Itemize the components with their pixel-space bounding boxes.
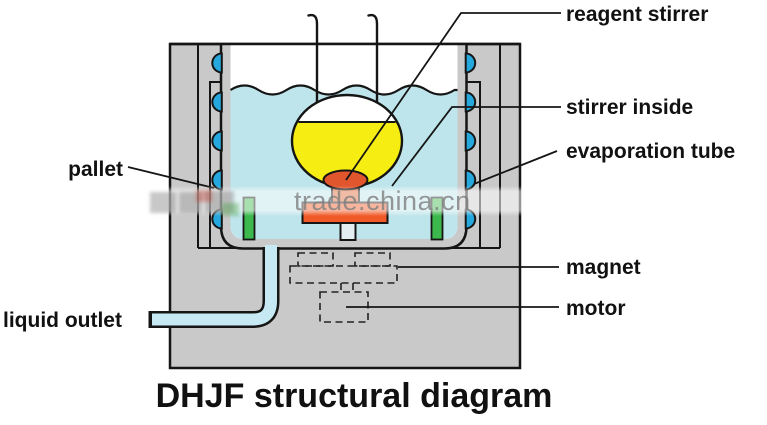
stirrer-rod-left <box>307 13 319 105</box>
coil-bump-icon <box>211 130 223 152</box>
leader-evaporation-tube <box>473 150 558 185</box>
watermark-band <box>0 186 767 216</box>
watermark-text: trade.china.cn <box>294 186 471 216</box>
label-pallet: pallet <box>68 158 123 181</box>
label-evaporation-tube: evaporation tube <box>566 140 735 163</box>
coil-bump-icon <box>211 52 223 74</box>
label-liquid-outlet: liquid outlet <box>3 309 122 332</box>
label-motor: motor <box>566 297 626 320</box>
motor-shaft <box>340 283 354 292</box>
label-stirrer-inside: stirrer inside <box>566 96 693 119</box>
coil-bump-icon <box>464 130 477 152</box>
coil-bump-icon <box>211 91 223 113</box>
watermark: trade.china.cn <box>0 186 767 216</box>
label-magnet: magnet <box>566 256 641 279</box>
magnet-bar <box>289 265 398 284</box>
pedestal-stem <box>339 221 357 241</box>
page-title: DHJF structural diagram <box>156 377 553 415</box>
label-reagent-stirrer: reagent stirrer <box>566 3 708 26</box>
drain-pipe <box>148 245 280 328</box>
coil-bump-icon <box>464 52 477 74</box>
coil-bump-icon <box>464 91 477 113</box>
stirrer-rod-right <box>367 13 379 105</box>
magnet-pole-right <box>354 252 391 267</box>
leader-stirrer-inside <box>391 106 561 187</box>
watermark-logo <box>150 190 239 216</box>
magnet-pole-left <box>297 252 334 267</box>
leader-reagent-stirrer <box>345 12 561 181</box>
leader-pallet <box>127 166 215 189</box>
water-surface-wave <box>229 84 458 96</box>
